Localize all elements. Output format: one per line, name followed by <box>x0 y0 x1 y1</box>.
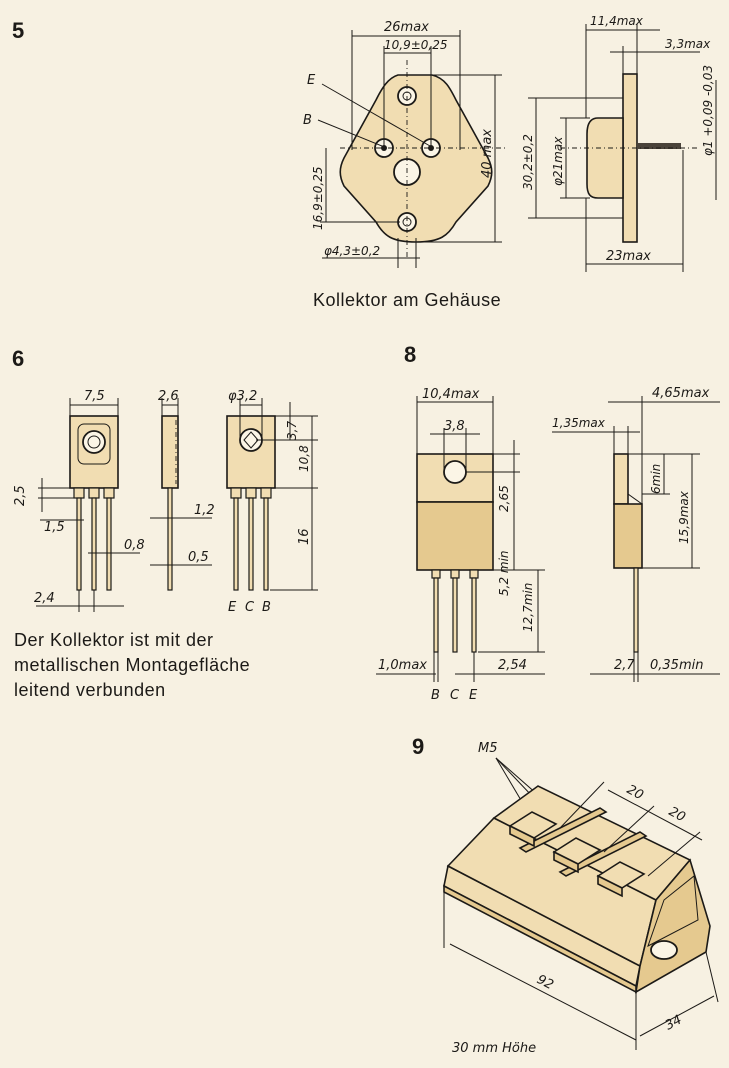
dim-lead-step: 2,5 <box>13 485 28 506</box>
dim-lead-len: 16 <box>297 528 312 545</box>
pin-label-8-1: C <box>450 688 460 703</box>
pin-label-base: B <box>303 113 312 128</box>
dim-hole: φ3,2 <box>228 389 257 404</box>
module-isometric <box>443 785 711 994</box>
dim-screw: M5 <box>478 741 498 756</box>
dim-lead-width-8: 1,0max <box>378 658 427 673</box>
dim-height-max: 40 max <box>480 129 495 178</box>
pin-label-6-2: B <box>262 600 271 615</box>
dim-lead-thick: 1,2 <box>194 503 215 518</box>
dim-width-max: 26max <box>384 20 429 35</box>
figure-5-caption: Kollektor am Gehäuse <box>313 290 501 310</box>
to220-side-tab <box>613 453 629 505</box>
dim-width-9: 34 <box>663 1013 685 1034</box>
to126-side-view: 2,6 1,2 0,5 <box>150 389 215 591</box>
dim-lead-len-8: 12,7min <box>521 583 535 632</box>
to220-side-body <box>613 503 643 569</box>
dim-pitch: 2,4 <box>34 591 55 606</box>
dim-depth-max-8: 4,65max <box>652 386 710 401</box>
dim-hole-pos: 3,7 <box>285 421 299 440</box>
dim-width-max-8: 10,4max <box>422 387 480 402</box>
to3-side-view: 11,4max 3,3max 30,2±0,2 φ21max φ1 +0,09 … <box>521 14 717 272</box>
figure-6-note-line-2: metallischen Montagefläche <box>14 655 250 675</box>
dim-lead-thick2: 0,5 <box>188 550 209 565</box>
pin-label-8-0: B <box>431 688 440 703</box>
to220-side-view: 1,35max 4,65max 6min 15,9max 2,7 0,35min <box>552 386 720 682</box>
to3-front-view: E B 26max 10,9±0,25 40 max 16,9±0,25 φ <box>303 20 505 268</box>
side-flange <box>622 73 638 243</box>
dim-depth-max: 11,4max <box>590 14 644 28</box>
figure-number-8: 8 <box>404 342 416 367</box>
pin-label-emitter: E <box>307 73 316 88</box>
figure-number-6: 6 <box>12 346 24 371</box>
figure-number-5: 5 <box>12 18 24 43</box>
side-can <box>586 117 624 199</box>
to220-body <box>416 501 494 571</box>
dim-mount-hole: φ4,3±0,2 <box>324 244 380 258</box>
dim-hole-pos-8: 2,65 <box>497 485 511 512</box>
to126-back-body <box>226 415 276 489</box>
dim-width: 7,5 <box>84 389 105 404</box>
dim-flange: 3,3max <box>665 37 711 51</box>
dim-lead-width: 1,5 <box>44 520 65 535</box>
to126-front-view: 7,5 2,5 1,5 0,8 2,4 <box>13 389 145 612</box>
dim-hole-8: 3,8 <box>444 419 465 434</box>
to220-front-view: 10,4max 3,8 2,65 5,2 min 12,7min 1,0max … <box>376 387 545 703</box>
figure-6: 6 7,5 2,5 1,5 <box>12 346 318 700</box>
dim-can-diam: φ21max <box>551 136 565 186</box>
dim-tab-min: 6min <box>649 464 663 494</box>
dim-pitch-8: 2,54 <box>498 658 527 673</box>
dim-can-height: 30,2±0,2 <box>521 134 535 190</box>
dim-spacing-a: 20 <box>624 782 646 803</box>
dim-tab-thick: 1,35max <box>552 416 606 430</box>
pin-label-6-0: E <box>228 600 237 615</box>
pin-label-8-2: E <box>469 688 478 703</box>
dim-shoulder: 5,2 min <box>497 550 511 596</box>
dim-lead-min: 0,35min <box>650 658 703 673</box>
dim-lead-diam: φ1 +0,09 -0,03 <box>701 65 715 156</box>
figure-9-note: 30 mm Höhe <box>452 1041 536 1056</box>
dim-length: 92 <box>534 972 556 993</box>
dim-lead-pitch: 0,8 <box>124 538 145 553</box>
figure-number-9: 9 <box>412 734 424 759</box>
dim-thickness: 2,6 <box>158 389 179 404</box>
figure-5: 5 E B 26max <box>12 14 717 310</box>
figure-6-note-line-1: Der Kollektor ist mit der <box>14 630 214 650</box>
pin-label-6-1: C <box>245 600 255 615</box>
figure-6-note-line-3: leitend verbunden <box>14 680 166 700</box>
side-lead <box>637 143 681 149</box>
dim-total-depth: 23max <box>606 249 651 264</box>
module-mount-hole <box>650 940 678 960</box>
dim-hole-spacing: 10,9±0,25 <box>384 38 448 52</box>
dim-lead-thick-8: 2,7 <box>614 658 635 673</box>
to126-back-view: φ3,2 3,7 10,8 16 E C B <box>226 389 318 615</box>
dim-height-max-8: 15,9max <box>677 490 691 544</box>
figure-8: 8 10,4max 3,8 2,65 5,2 <box>376 342 720 703</box>
figure-9: 9 M5 <box>412 734 719 1056</box>
dim-offset: 16,9±0,25 <box>311 167 325 231</box>
dim-body-height: 10,8 <box>297 445 311 472</box>
dim-spacing-b: 20 <box>666 804 688 825</box>
